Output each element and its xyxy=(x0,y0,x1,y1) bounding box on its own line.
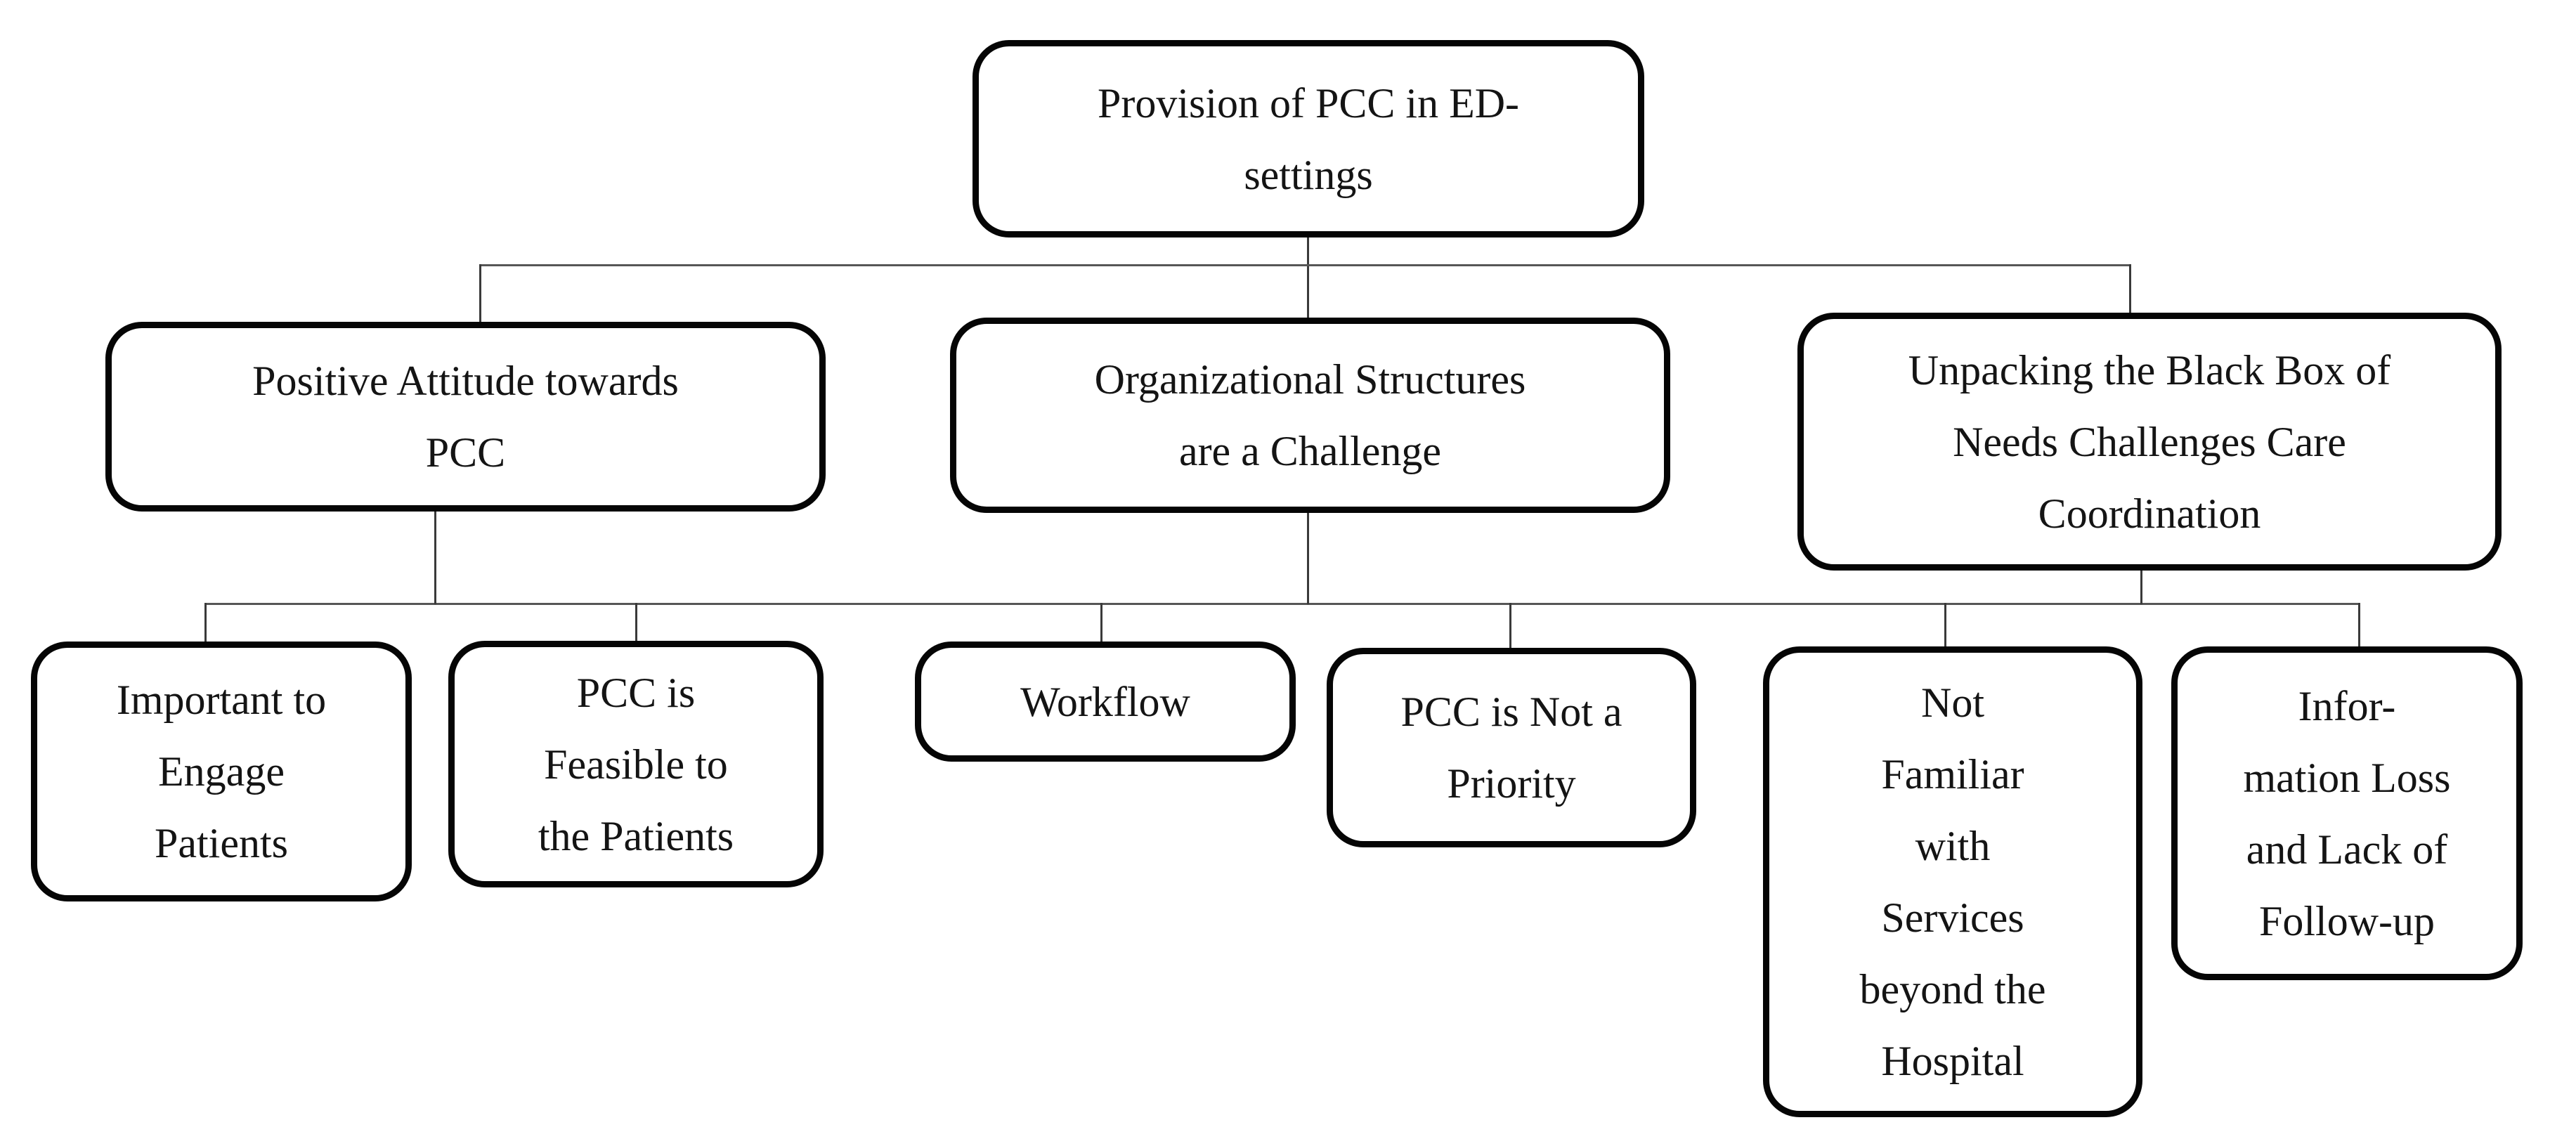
connector-drop-theme3 xyxy=(2129,264,2131,315)
node-important-to-engage: Important to Engage Patients xyxy=(31,642,412,901)
node-unpacking-black-box: Unpacking the Black Box of Needs Challen… xyxy=(1797,313,2502,571)
connector-level2-horizontal xyxy=(205,603,2360,605)
connector-theme3-down xyxy=(2140,568,2142,604)
connector-drop-sub6 xyxy=(2358,603,2360,649)
node-organizational-structures: Organizational Structures are a Challeng… xyxy=(950,318,1670,513)
node-workflow: Workflow xyxy=(915,642,1296,762)
connector-level1-horizontal xyxy=(480,264,2131,266)
connector-drop-sub1 xyxy=(204,603,207,644)
node-positive-attitude: Positive Attitude towards PCC xyxy=(105,322,826,512)
connector-drop-sub2 xyxy=(635,603,637,643)
connector-drop-sub4 xyxy=(1509,603,1511,650)
node-provision-of-pcc: Provision of PCC in ED- settings xyxy=(972,40,1644,237)
node-information-loss: Infor- mation Loss and Lack of Follow-up xyxy=(2171,646,2523,980)
connector-drop-theme1 xyxy=(479,264,481,325)
node-pcc-feasible: PCC is Feasible to the Patients xyxy=(448,641,824,887)
connector-theme1-down xyxy=(434,509,436,604)
node-not-familiar-services: Not Familiar with Services beyond the Ho… xyxy=(1763,646,2142,1117)
connector-root-to-row xyxy=(1307,236,1309,320)
connector-drop-sub5 xyxy=(1944,603,1946,649)
connector-drop-sub3 xyxy=(1100,603,1102,644)
node-pcc-not-priority: PCC is Not a Priority xyxy=(1327,648,1696,847)
connector-theme2-down xyxy=(1307,510,1309,604)
